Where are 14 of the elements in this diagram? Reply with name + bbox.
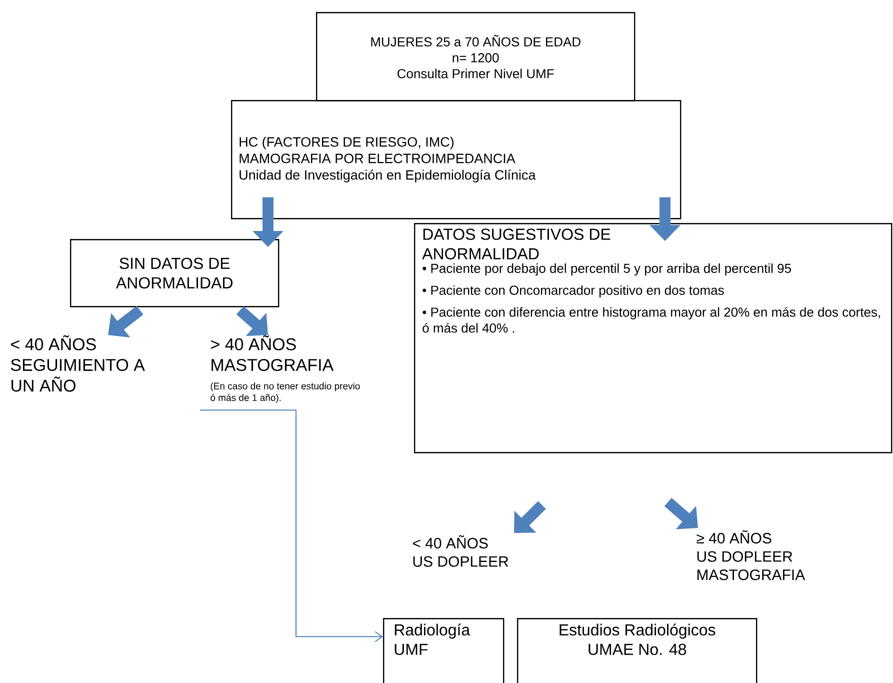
process-box: Estudios Radiológicos UMAE No. 48 [517,618,758,683]
outcome-text: ≥ 40 AÑOS US DOPLEER MASTOGRAFIA [696,530,806,580]
arrow [514,501,546,533]
arrow [108,306,144,338]
process-box: HC (FACTORES DE RIESGO, IMC) MAMOGRAFIA POR ELECTROIMPEDANCIA Unidad de Investigación en Epidemiología Clínica [231,100,682,220]
arrow [236,306,268,336]
process-box: DATOS SUGESTIVOS DE ANORMALIDAD • Paciente por debajo del percentil 5 y por arriba del percentil 95 • Paciente con Oncomarcador positivo en dos tomas • Paciente con diferencia entre histograma mayor al 20% en más de dos cortes, ó más del 40% . [414,223,892,454]
process-box: MUJERES 25 a 70 AÑOS DE EDAD n= 1200 Consulta Primer Nivel UMF [316,12,636,102]
process-box: Radiología UMF [383,618,504,683]
arrow [200,410,384,642]
outcome-text: > 40 AÑOS MASTOGRAFIA (En caso de no tener estudio previo ó más de 1 año). [210,335,360,403]
process-box: SIN DATOS DE ANORMALIDAD [70,239,280,308]
outcome-text: < 40 AÑOS SEGUIMIENTO A UN AÑO [10,335,145,392]
outcome-text: < 40 AÑOS US DOPLEER [412,535,508,567]
